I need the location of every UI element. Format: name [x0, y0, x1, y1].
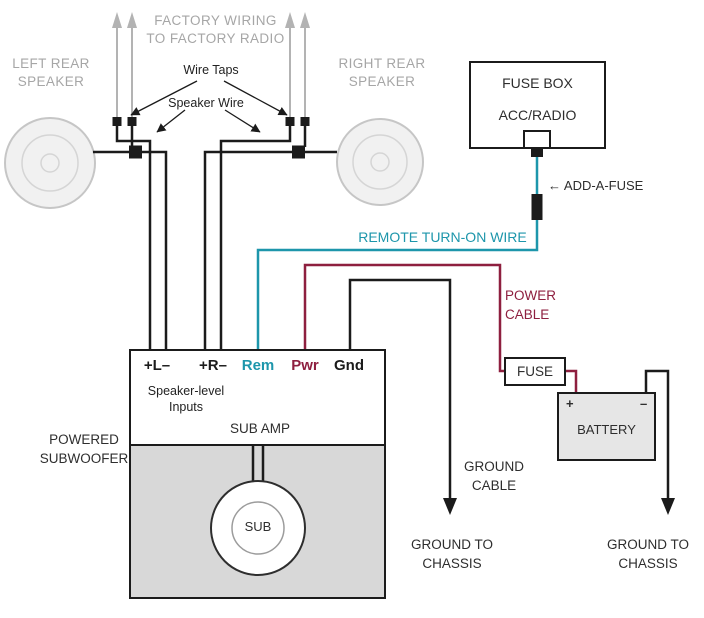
ground-cable-label: GROUND CABLE — [464, 459, 524, 493]
battery-positive-terminal: + — [566, 396, 574, 411]
remote-turn-on-wire-label: REMOTE TURN-ON WIRE — [358, 229, 527, 245]
factory-wiring-label: FACTORY WIRING TO FACTORY RADIO — [146, 13, 285, 46]
left-rear-speaker-label: LEFT REAR SPEAKER — [12, 56, 90, 89]
add-a-fuse-label: ← ADD-A-FUSE — [548, 178, 644, 193]
wire-tap-connectors — [112, 117, 310, 159]
sub-feed-wires — [251, 446, 265, 481]
inline-fuse-shape — [504, 357, 566, 386]
battery-ground-wire — [644, 369, 675, 515]
terminal-remote: Rem — [241, 357, 275, 374]
acc-connector — [531, 148, 543, 157]
ground-cable-wire — [348, 278, 457, 515]
annotation-arrows — [130, 80, 288, 133]
battery-shape — [557, 392, 656, 461]
subwoofer-driver-icon — [210, 480, 306, 576]
sub-label: SUB — [244, 519, 272, 534]
power-cable-wire — [303, 263, 578, 395]
speaker-level-wires — [93, 126, 337, 352]
wire-taps-label: Wire Taps — [183, 63, 239, 77]
sub-amp-shape — [129, 349, 386, 446]
terminal-right-input: +R– — [199, 357, 227, 374]
battery-negative-terminal: – — [640, 396, 648, 411]
ground-to-chassis-battery-label: GROUND TO CHASSIS — [606, 537, 689, 571]
battery-label: BATTERY — [577, 422, 636, 437]
terminal-power: Pwr — [291, 357, 319, 374]
powered-subwoofer-label: POWERED SUBWOOFER — [39, 432, 129, 466]
ground-to-chassis-amp-label: GROUND TO CHASSIS — [410, 537, 493, 571]
fuse-box-shape — [469, 61, 606, 220]
terminal-ground: Gnd — [334, 357, 364, 374]
inline-fuse-label: FUSE — [516, 364, 553, 379]
right-rear-speaker-label: RIGHT REAR SPEAKER — [338, 56, 426, 89]
speaker-level-inputs-label: Speaker-level Inputs — [147, 384, 225, 414]
add-a-fuse-holder — [531, 194, 543, 220]
fuse-box-circuit: ACC/RADIO — [498, 107, 577, 123]
terminal-left-input: +L– — [143, 357, 171, 374]
factory-wiring-arrows — [112, 12, 310, 122]
acc-fuse-slot — [523, 130, 551, 149]
sub-amp-label: SUB AMP — [229, 421, 291, 436]
right-speaker-icon — [336, 118, 424, 206]
left-speaker-icon — [4, 117, 96, 209]
power-cable-label: POWER CABLE — [505, 288, 557, 322]
fuse-box-title: FUSE BOX — [502, 75, 573, 91]
speaker-wire-label: Speaker Wire — [168, 96, 244, 110]
